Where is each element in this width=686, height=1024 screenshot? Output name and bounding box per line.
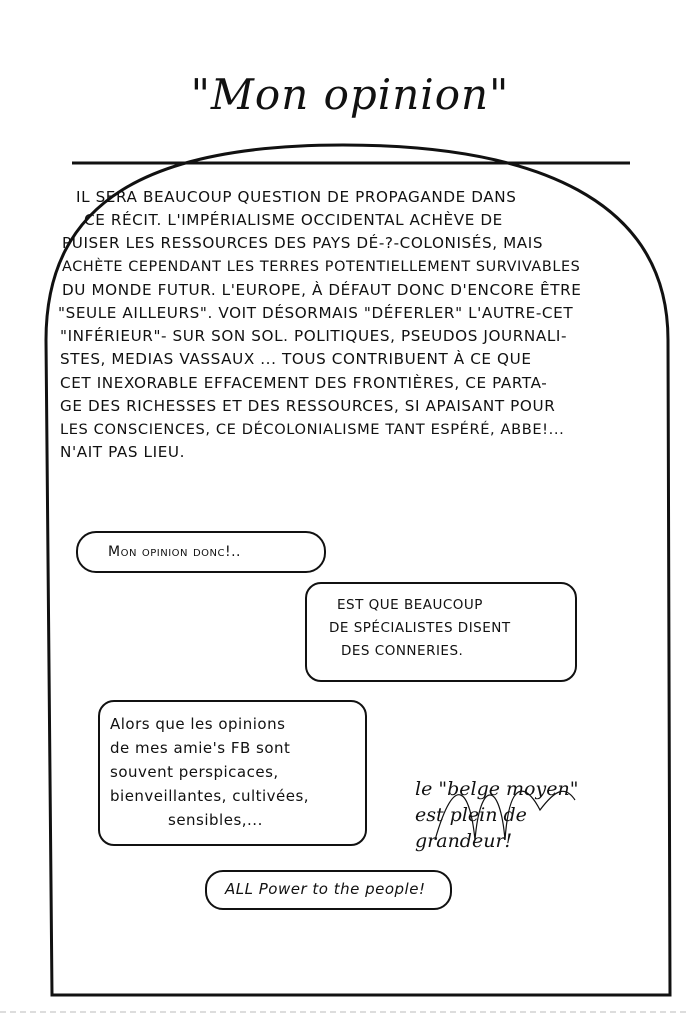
speech-bubble-specialists: Est que beaucoup de spécialistes disent …	[305, 582, 577, 682]
page-title: "Mon opinion"	[190, 70, 510, 119]
bubble-line: bienveillantes, cultivées,	[110, 787, 310, 805]
narration-box: Il sera beaucoup question de propagande …	[58, 186, 666, 464]
narration-line: ce récit. L'impérialisme occidental achè…	[84, 211, 503, 230]
bubble-text: Mon opinion donc!..	[108, 544, 242, 560]
narration-line: stes, medias vassaux ... Tous contribuen…	[60, 350, 532, 369]
narration-line: cet inexorable effacement des frontières…	[60, 373, 548, 392]
note-line: est plein de	[415, 804, 527, 826]
narration-line: puiser les ressources des pays dé-?-colo…	[62, 234, 544, 253]
bubble-line: Est que beaucoup	[337, 597, 483, 613]
bubble-line: de spécialistes disent	[329, 620, 511, 636]
narration-line: Il sera beaucoup question de propagande …	[76, 188, 517, 206]
narration-line: "seule ailleurs". voit désormais "déferl…	[58, 304, 574, 323]
narration-line: n'ait pas lieu.	[60, 443, 186, 462]
bubble-line: sensibles,...	[168, 811, 263, 829]
scribble	[434, 790, 576, 841]
handwritten-note: le "belge moyen" est plein de grandeur!	[415, 776, 595, 854]
note-line: le "belge moyen"	[415, 778, 579, 800]
speech-bubble-power: ALL Power to the people!	[205, 870, 452, 910]
narration-line: "inférieur"- sur son sol. Politiques, ps…	[60, 327, 568, 346]
bubble-text: ALL Power to the people!	[225, 880, 426, 898]
speech-bubble-opinion: Mon opinion donc!..	[76, 531, 326, 573]
bubble-line: Alors que les opinions	[110, 715, 286, 733]
narration-line: les consciences, ce décolonialisme tant …	[60, 421, 565, 439]
speech-bubble-friends: Alors que les opinions de mes amie's FB …	[98, 700, 367, 846]
bubble-line: souvent perspicaces,	[110, 763, 279, 781]
narration-line: achète cependant les terres potentiellem…	[62, 258, 581, 275]
bubble-line: des conneries.	[341, 643, 464, 659]
narration-line: du monde futur. L'Europe, à défaut donc …	[62, 280, 582, 299]
narration-line: ge des richesses et des ressources, si a…	[60, 396, 556, 415]
bubble-line: de mes amie's FB sont	[110, 739, 291, 757]
note-line: grandeur!	[415, 830, 513, 852]
